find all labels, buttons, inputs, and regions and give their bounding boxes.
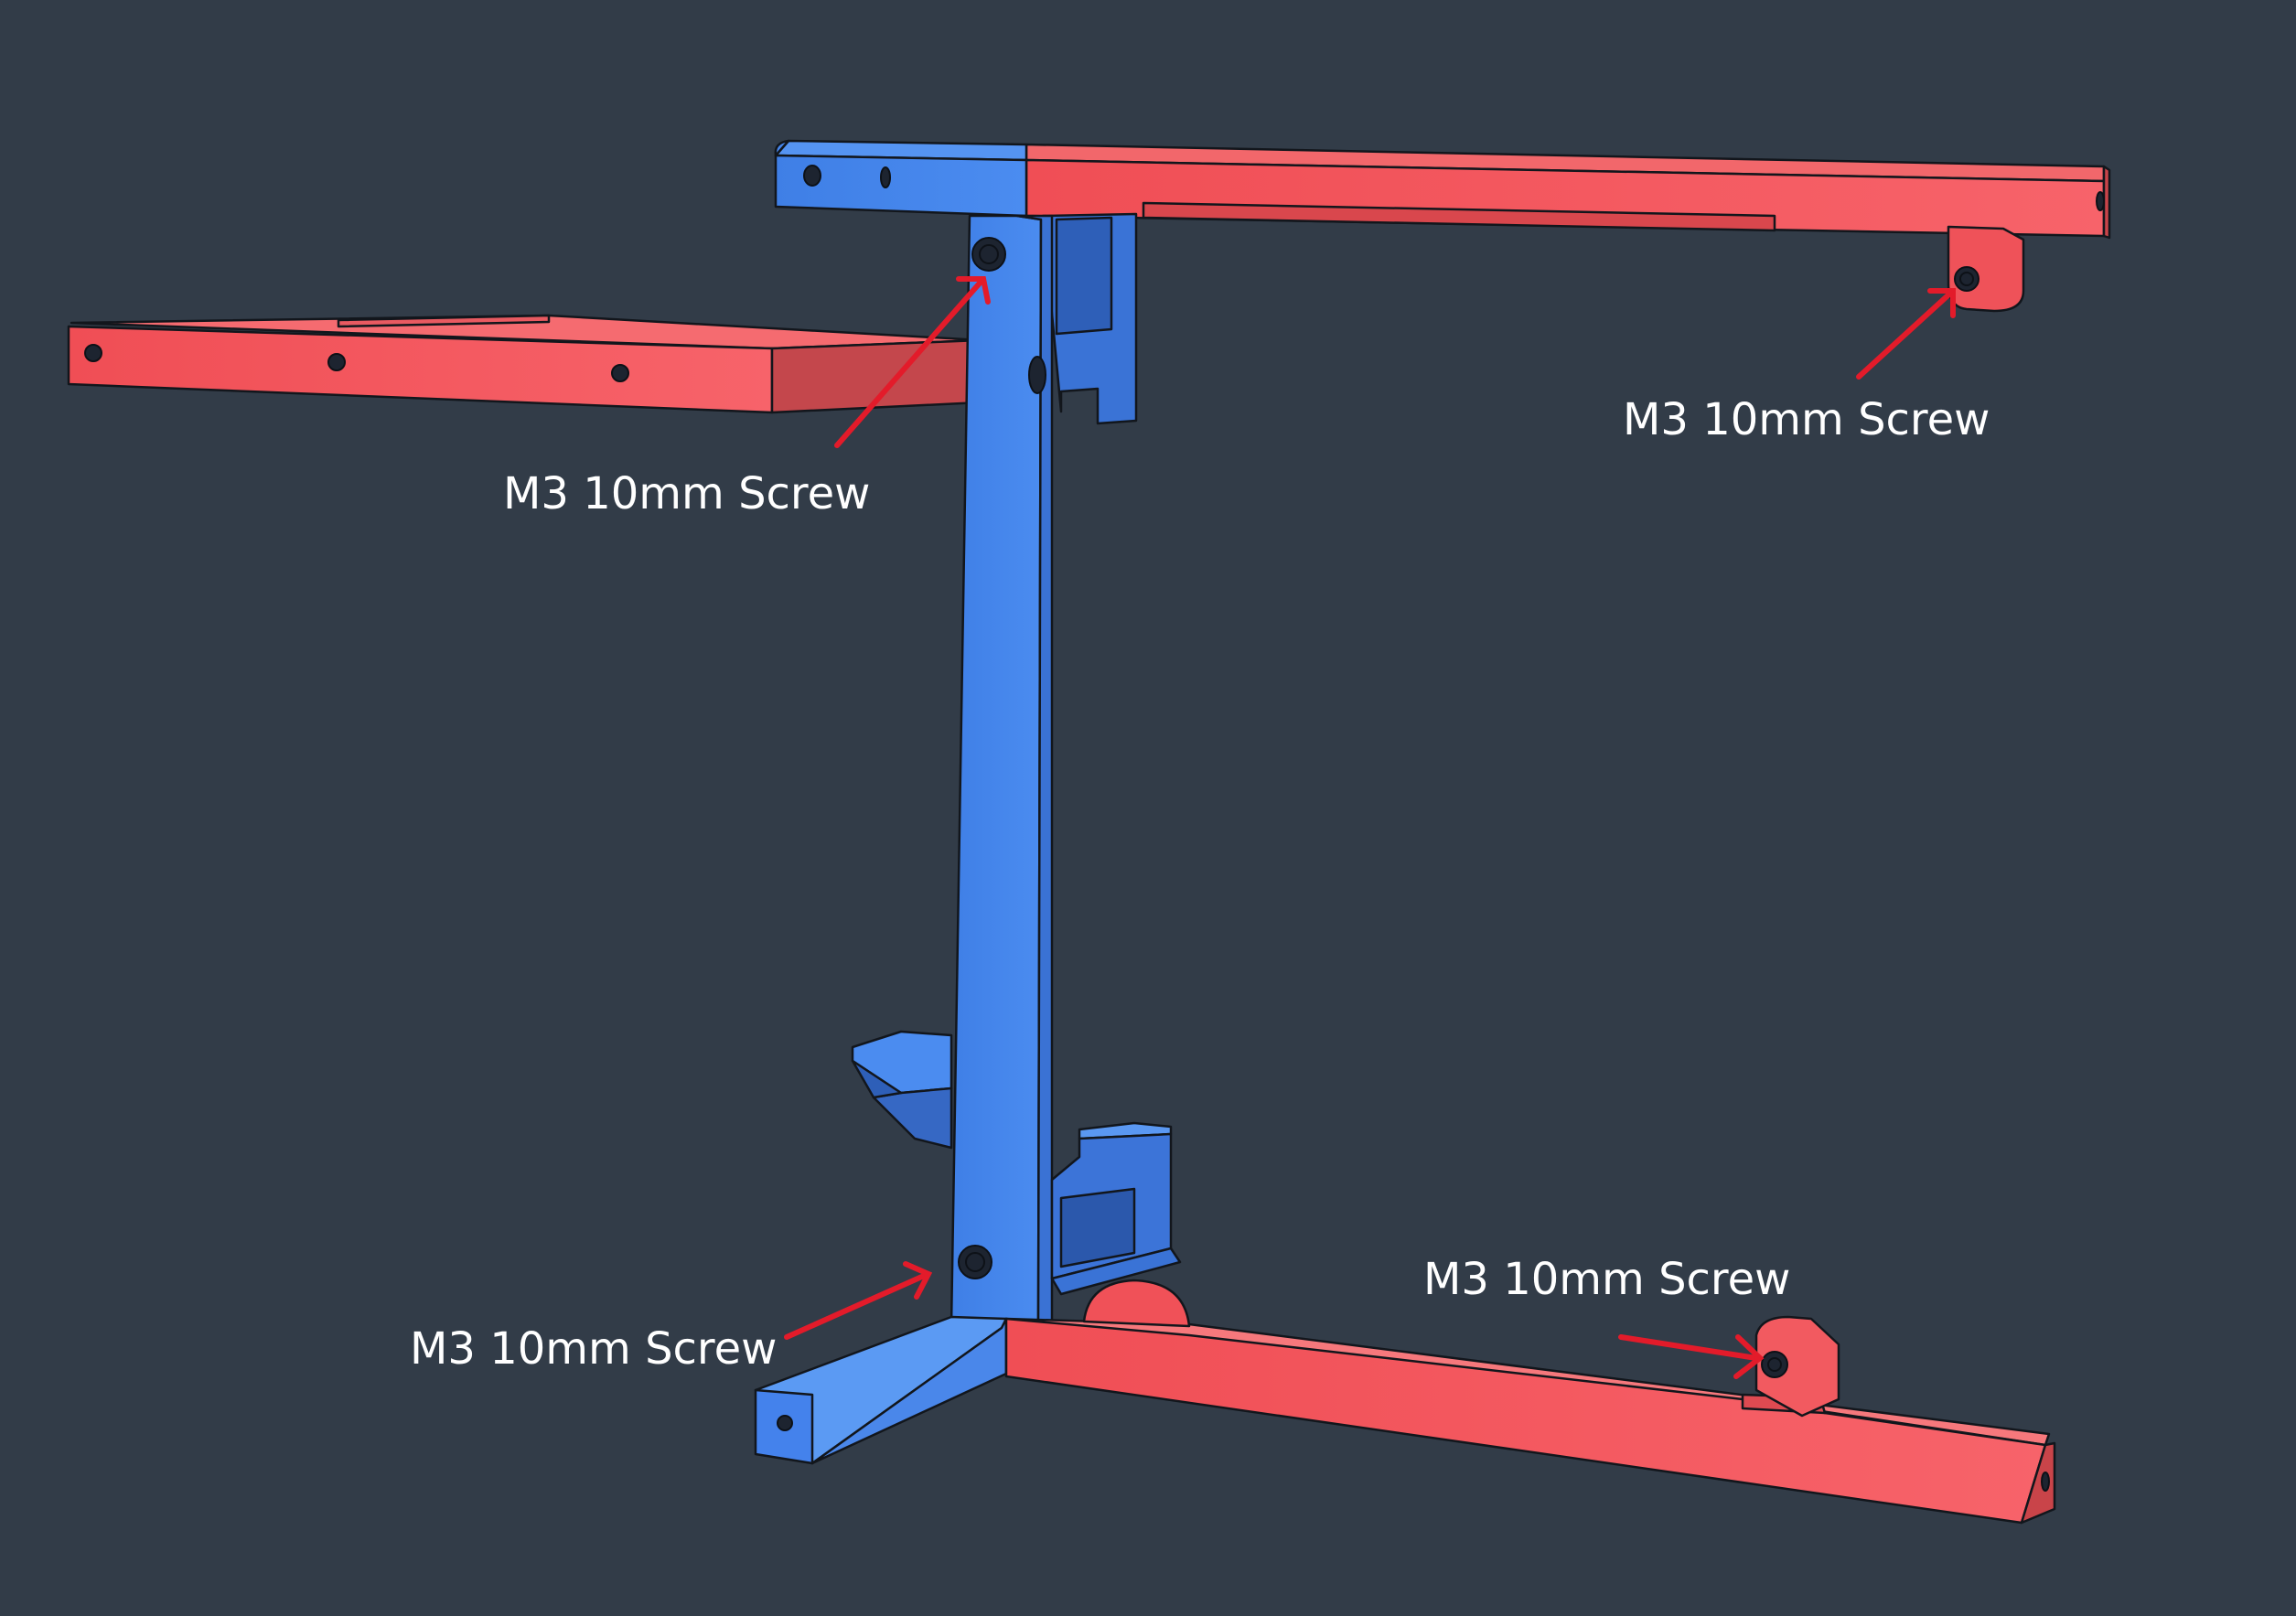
screw-hole-icon (84, 344, 102, 362)
screw-hole-icon (777, 1415, 793, 1431)
blue-vertical-post (851, 212, 1182, 1328)
callout-arrow-upper-left (834, 276, 991, 448)
callout-arrow-lower-right (1618, 1334, 1765, 1379)
screw-hole-icon (958, 1245, 992, 1279)
screw-hole-icon (803, 165, 821, 187)
blue-top-block (774, 139, 1028, 218)
screw-hole-icon (880, 166, 891, 188)
screw-head-icon (979, 244, 999, 264)
screw-hole-icon (1954, 266, 1979, 292)
callout-label-lower-right: M3 10mm Screw (1423, 1254, 1791, 1305)
screw-head-icon (965, 1252, 985, 1272)
screw-head-icon (1959, 272, 1974, 286)
screw-hole-icon (1761, 1351, 1788, 1378)
callout-label-lower-left: M3 10mm Screw (410, 1323, 778, 1375)
screw-hole-icon (327, 353, 346, 371)
red-top-arm (1025, 143, 2111, 313)
callout-label-upper-left: M3 10mm Screw (503, 468, 871, 519)
screw-hole-icon (2041, 1472, 2050, 1492)
screw-hole-icon (611, 364, 629, 382)
screw-hole-icon (1028, 356, 1046, 394)
screw-hole-icon (2096, 191, 2105, 211)
screw-head-icon (1767, 1357, 1782, 1372)
callout-label-upper-right: M3 10mm Screw (1623, 394, 1990, 445)
callout-arrow-upper-right (1856, 288, 1956, 380)
red-bottom-arm (1004, 1279, 2056, 1525)
screw-hole-icon (971, 237, 1006, 272)
callout-arrow-lower-left (784, 1261, 933, 1340)
red-left-arm (67, 314, 982, 414)
blue-foot (754, 1315, 1008, 1465)
